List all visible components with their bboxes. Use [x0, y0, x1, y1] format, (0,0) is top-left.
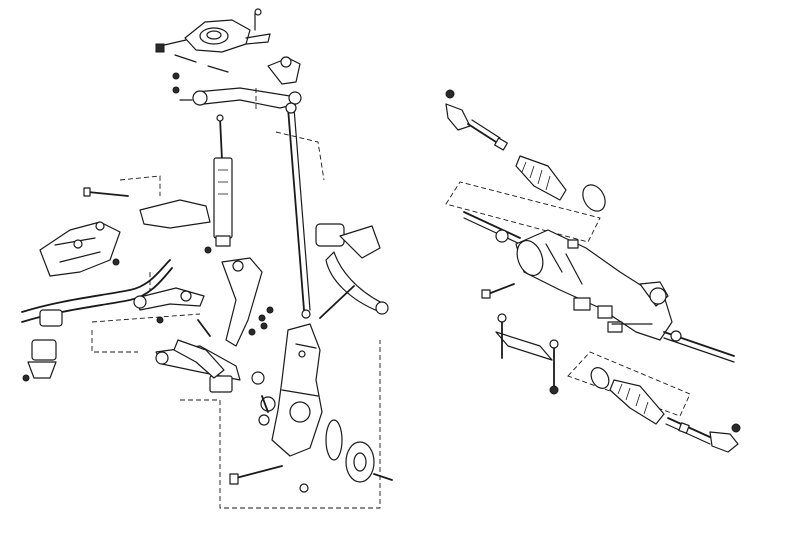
side-arm — [315, 223, 389, 319]
tie-rod-end-upper — [445, 89, 508, 151]
inner-tie-rod-lower — [663, 330, 735, 363]
fasteners-left — [112, 246, 306, 426]
lower-control-links — [133, 287, 241, 393]
front-suspension-assembly — [21, 8, 393, 509]
top-strut-mount — [155, 8, 271, 63]
subframe-bracket — [39, 187, 211, 277]
shock-absorber — [213, 114, 233, 247]
steering-knuckle — [229, 323, 323, 493]
stabilizer-link-rod — [285, 102, 311, 319]
wheel-hub — [325, 419, 393, 483]
rack-detail-box-upper — [445, 181, 601, 243]
left-leader-lines — [91, 88, 381, 509]
rack-boot-upper — [515, 155, 606, 212]
rack-boot-lower — [590, 367, 665, 425]
tie-rod-end-lower — [665, 417, 741, 453]
inner-tie-rod-upper — [463, 211, 521, 245]
lower-arm-bracket — [221, 257, 266, 385]
rack-housing — [515, 229, 673, 341]
sway-bar — [21, 259, 173, 382]
steering-rack-assembly — [445, 89, 741, 453]
upper-control-arm — [172, 56, 302, 109]
rack-mounting-hardware — [481, 283, 559, 395]
